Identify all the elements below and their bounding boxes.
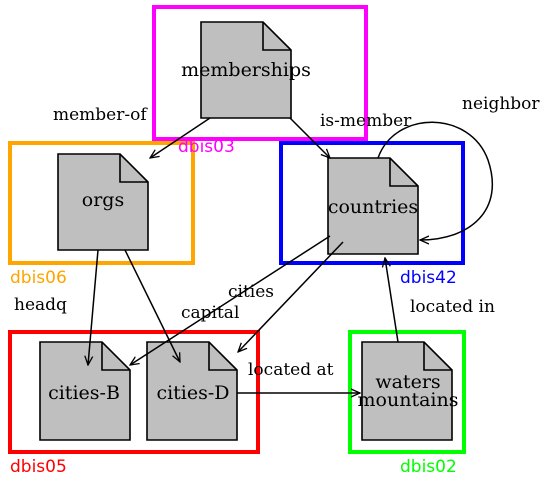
server-box-dbis06 bbox=[8, 141, 195, 265]
edge-capital bbox=[238, 241, 344, 352]
label-capital: capital bbox=[181, 303, 239, 323]
label-cities-d: cities-D bbox=[156, 382, 229, 404]
server-label-dbis02: dbis02 bbox=[400, 457, 457, 477]
label-cities: cities bbox=[228, 282, 274, 302]
server-box-dbis02 bbox=[348, 330, 466, 454]
label-mountains: mountains bbox=[358, 389, 459, 411]
server-label-dbis06: dbis06 bbox=[10, 268, 67, 288]
label-orgs: orgs bbox=[82, 189, 124, 211]
edge-orgs-cities-d bbox=[124, 249, 180, 362]
server-label-dbis03: dbis03 bbox=[178, 137, 235, 157]
document-cities-d bbox=[146, 341, 238, 441]
label-neighbor: neighbor bbox=[462, 94, 540, 114]
edge-is-member bbox=[289, 117, 330, 158]
document-cities-b bbox=[39, 341, 131, 441]
server-box-dbis03 bbox=[152, 5, 368, 141]
edge-located-in bbox=[385, 258, 399, 343]
label-is-member: is-member bbox=[320, 111, 412, 131]
server-label-dbis42: dbis42 bbox=[400, 268, 457, 288]
label-countries: countries bbox=[328, 196, 418, 218]
document-orgs bbox=[57, 153, 149, 251]
label-member-of: member-of bbox=[53, 105, 148, 125]
server-box-dbis42 bbox=[279, 141, 465, 265]
label-memberships: memberships bbox=[181, 59, 311, 81]
label-cities-b: cities-B bbox=[48, 382, 120, 404]
label-located-at: located at bbox=[248, 360, 334, 380]
document-waters-mountains bbox=[361, 341, 453, 441]
edge-headq bbox=[88, 249, 99, 365]
server-box-dbis05 bbox=[8, 330, 260, 454]
edge-cities bbox=[130, 235, 331, 365]
edge-neighbor bbox=[377, 121, 494, 240]
label-headq: headq bbox=[14, 295, 67, 315]
edge-member-of bbox=[150, 117, 211, 158]
server-label-dbis05: dbis05 bbox=[10, 457, 67, 477]
label-located-in: located in bbox=[410, 297, 495, 317]
document-memberships bbox=[200, 21, 292, 119]
label-waters: waters bbox=[375, 371, 440, 393]
